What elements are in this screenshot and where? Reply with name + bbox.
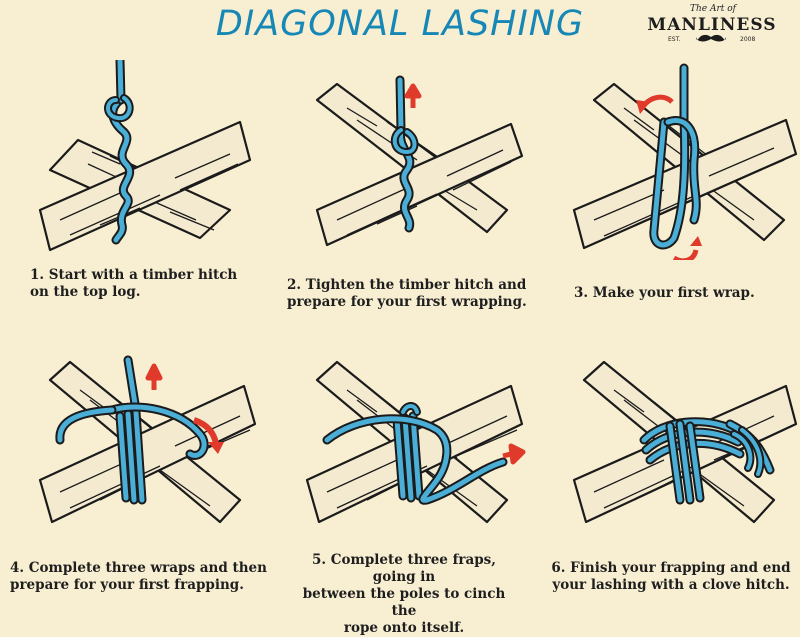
rope-tightened-hitch — [390, 75, 419, 233]
step-3-panel: 3. Make your first wrap. — [534, 60, 800, 305]
rope-three-wraps — [55, 355, 209, 505]
step-4-illustration — [38, 355, 257, 524]
caption-line: prepare for your first frapping. — [10, 577, 244, 593]
curved-arrow-bottom-icon — [672, 236, 702, 260]
caption-line: on the top log. — [30, 284, 141, 300]
caption-line: 2. Tighten the timber hitch and — [287, 277, 527, 293]
step-2-panel: 2. Tighten the timber hitch and prepare … — [267, 60, 534, 310]
step-3-caption: 3. Make your first wrap. — [574, 285, 755, 302]
page-title: DIAGONAL LASHING — [215, 4, 585, 44]
rope-timber-hitch — [104, 60, 135, 245]
logo-brand-name: MANLINESS — [647, 15, 777, 35]
step-5-panel: 5. Complete three fraps, going in betwee… — [267, 350, 534, 636]
caption-line: 1. Start with a timber hitch — [30, 267, 238, 283]
arrow-up-icon — [145, 363, 163, 390]
brand-logo: The Art of MANLINESS EST. 2008 — [628, 4, 796, 54]
step-2-caption: 2. Tighten the timber hitch and prepare … — [287, 277, 527, 311]
caption-line: 4. Complete three wraps and then — [10, 560, 267, 576]
arrow-right-icon — [502, 443, 526, 465]
caption-line: 6. Finish your frapping and end — [551, 560, 791, 576]
step-1-illustration — [38, 60, 252, 252]
caption-line: between the poles to cinch the — [302, 586, 506, 619]
caption-line: prepare for your first wrapping. — [287, 294, 527, 310]
curved-arrow-top-icon — [636, 94, 674, 114]
step-6-panel: 6. Finish your frapping and end your las… — [534, 350, 800, 605]
step-3-illustration — [572, 63, 798, 260]
step-5-illustration — [305, 360, 526, 524]
rope-first-wrap — [649, 63, 701, 250]
step-5-caption: 5. Complete three fraps, going in betwee… — [289, 552, 519, 637]
caption-line: 5. Complete three fraps, going in — [312, 552, 496, 585]
step-6-illustration — [572, 360, 798, 524]
curved-arrow-right-icon — [192, 417, 224, 454]
top-log — [38, 120, 252, 252]
caption-line: rope onto itself. — [343, 620, 465, 636]
logo-tagline: The Art of — [690, 4, 737, 14]
step-1-caption: 1. Start with a timber hitch on the top … — [30, 267, 237, 301]
step-6-caption: 6. Finish your frapping and end your las… — [546, 560, 796, 594]
arrow-up-icon — [404, 83, 422, 108]
logo-year: 2008 — [740, 36, 756, 43]
logo-est-label: EST. — [668, 36, 681, 43]
caption-line: your lashing with a clove hitch. — [552, 577, 790, 593]
top-log — [315, 122, 524, 247]
rope-three-fraps — [322, 402, 508, 505]
step-1-panel: 1. Start with a timber hitch on the top … — [0, 60, 267, 305]
step-4-panel: 4. Complete three wraps and then prepare… — [0, 350, 267, 605]
caption-line: 3. Make your first wrap. — [574, 285, 755, 301]
step-4-caption: 4. Complete three wraps and then prepare… — [10, 560, 267, 594]
step-2-illustration — [315, 75, 524, 247]
rope-finished-lashing — [639, 417, 775, 505]
mustache-icon — [696, 34, 726, 42]
